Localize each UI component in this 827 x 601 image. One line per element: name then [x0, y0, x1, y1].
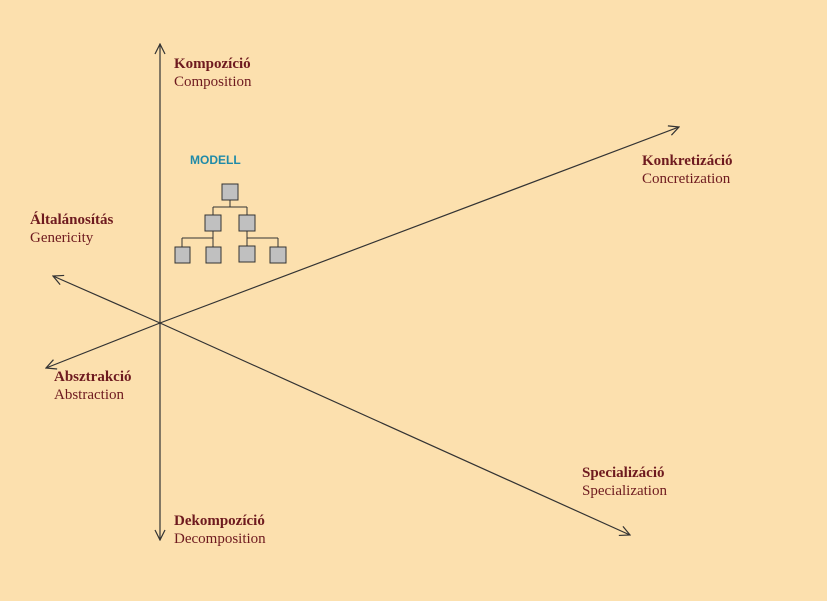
label-decomposition: Dekompozíció Decomposition [174, 514, 266, 547]
tree-node [238, 214, 256, 232]
model-title: MODELL [190, 153, 241, 167]
tree-node-leaf [238, 245, 256, 263]
tree-node-leaf [174, 246, 191, 264]
tree-node-leaf [269, 246, 287, 264]
label-decomposition-hu: Dekompozíció [174, 513, 265, 529]
tree-node-leaf [205, 246, 222, 264]
label-composition: Kompozíció Composition [174, 57, 252, 90]
label-specialization-en: Specialization [582, 483, 667, 499]
label-concretization-en: Concretization [642, 171, 731, 187]
label-specialization-hu: Specializáció [582, 465, 665, 481]
model-tree-nodes [174, 183, 287, 264]
label-concretization-hu: Konkretizáció [642, 153, 733, 169]
label-abstraction-hu: Absztrakció [54, 369, 132, 385]
label-abstraction-en: Abstraction [54, 387, 124, 403]
label-genericity: Általánosítás Genericity [30, 213, 113, 246]
concretization-axis-arrow [159, 127, 679, 324]
label-composition-hu: Kompozíció [174, 56, 251, 72]
tree-node-root [221, 183, 239, 201]
label-genericity-hu: Általánosítás [30, 212, 114, 228]
specialization-axis-arrow [159, 322, 630, 535]
abstraction-axis-arrow [46, 322, 161, 368]
label-concretization: Konkretizáció Concretization [642, 154, 733, 187]
label-decomposition-en: Decomposition [174, 531, 266, 547]
tree-node [204, 214, 222, 232]
label-genericity-en: Genericity [30, 230, 94, 246]
label-abstraction: Absztrakció Abstraction [54, 370, 132, 403]
label-composition-en: Composition [174, 74, 252, 90]
genericity-axis-arrow [53, 276, 161, 324]
label-specialization: Specializáció Specialization [582, 466, 667, 499]
model-tree [181, 200, 279, 247]
